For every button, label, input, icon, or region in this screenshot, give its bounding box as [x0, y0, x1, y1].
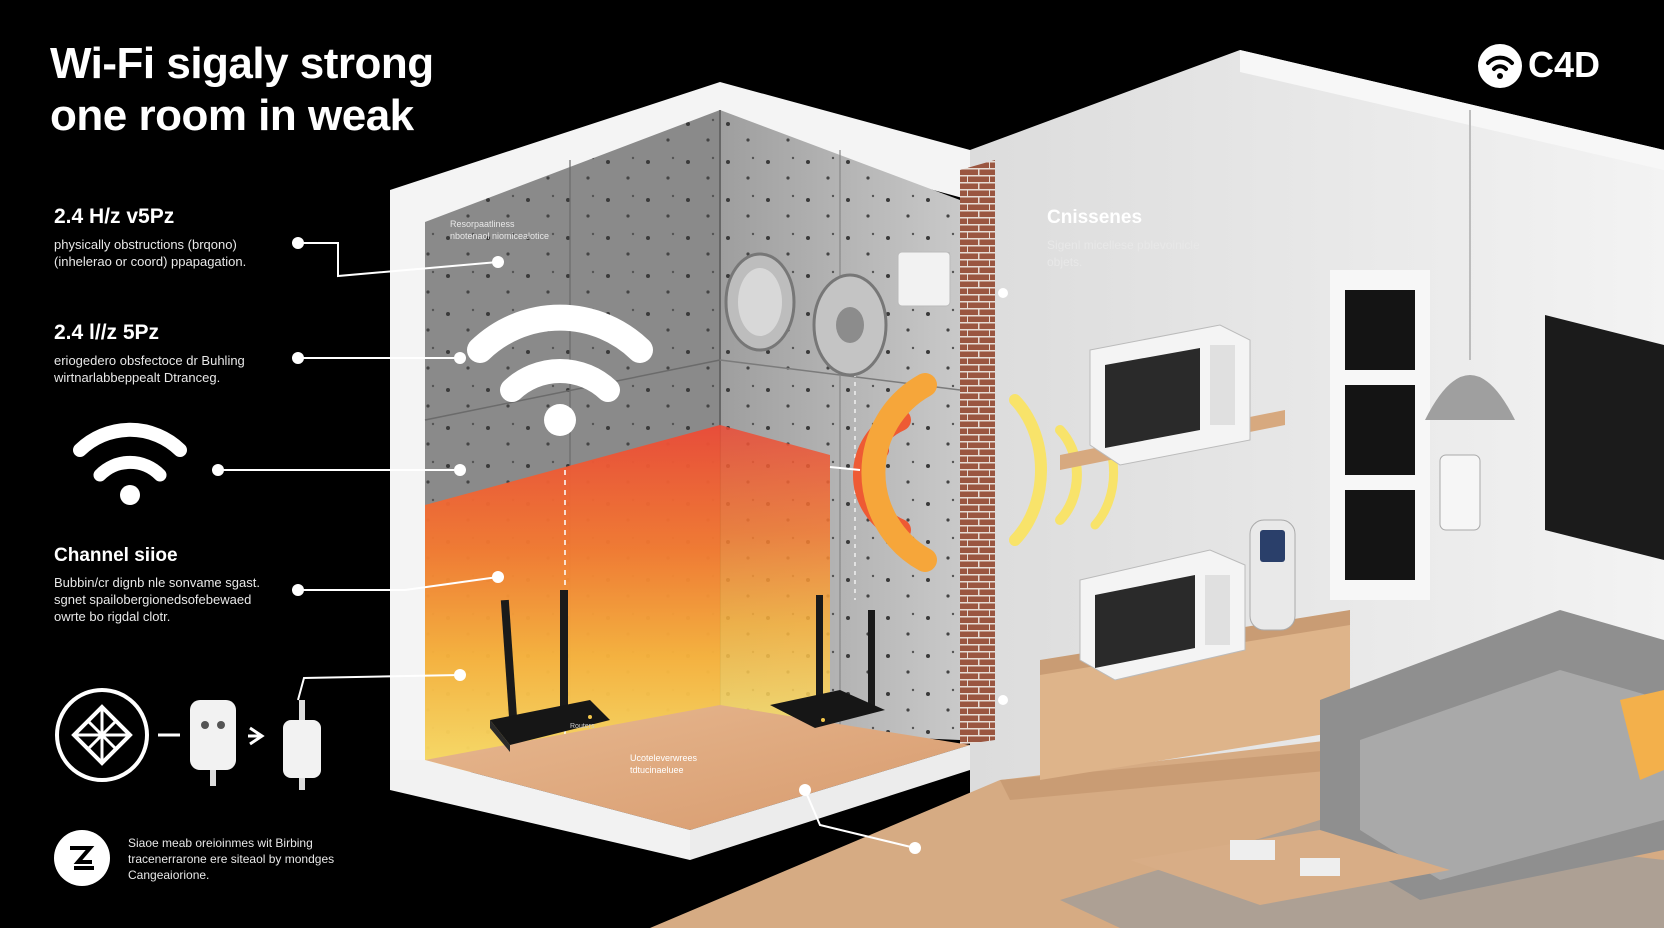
right-callout-line-2: objets. [1047, 255, 1083, 269]
wall-note-line-1: Resorpaatliness [450, 219, 515, 229]
microwave-top [1089, 324, 1251, 466]
brick-wall [960, 160, 995, 745]
wall-note: Resorpaatliness nbotenaol niomicealotice [450, 218, 549, 242]
right-callout-heading: Cnissenes [1047, 207, 1143, 228]
router-left [490, 590, 610, 752]
router-label: Routers [570, 723, 595, 730]
footer-note-line-2: tracenerrarone ere siteaol by mondges [128, 852, 335, 866]
callout-dots [212, 237, 1008, 854]
speaker-disc-icon [724, 252, 888, 377]
wall-frame [390, 82, 970, 780]
television [1545, 315, 1664, 560]
callout-3-line-2: sgnet spailobergionedsofebewaed [54, 592, 252, 607]
callout-2-line-2: wirtnarlabbeppealt Dtranceg. [54, 370, 221, 385]
callout-1-heading: 2.4 H/z v5Pz [54, 205, 175, 228]
arrow-right-icon [248, 726, 265, 746]
mesh-node-icon [55, 688, 149, 782]
microwave-bottom [1079, 549, 1246, 681]
wall-switch [897, 251, 951, 307]
right-callout-text: Sigenl micellese pblevoinicle objets. [1047, 237, 1200, 271]
footer-note-line-3: Cangeaiorione. [128, 868, 210, 882]
floor-note-line-1: Ucoteleverwrees [630, 753, 698, 763]
callout-3-line-1: Bubbin/cr dignb nle sonvame sgast. [54, 575, 260, 590]
room-floor [425, 705, 970, 830]
floor-note: Ucoteleverwrees tdtucinaeluee [630, 752, 697, 776]
logo-text: C4D [1528, 44, 1601, 85]
footer-note: Siaoe meab oreioinmes wit Birbing tracen… [128, 835, 334, 883]
callout-3-text: Bubbin/cr dignb nle sonvame sgast. sgnet… [54, 574, 260, 625]
signal-heat-band [425, 425, 720, 780]
callout-2-text: eriogedero obsfectoce dr Buhling wirtnar… [54, 352, 245, 386]
badge-icon [54, 830, 110, 886]
thermostat [1439, 454, 1481, 531]
title-line-2: one room in weak [50, 91, 414, 140]
sofa [1320, 610, 1664, 900]
callout-3-heading: Channel siioe [54, 545, 178, 566]
signal-arcs [852, 373, 1119, 572]
callout-1-line-2: (inhelerao or coord) ppapagation. [54, 254, 247, 269]
right-callout-line-1: Sigenl micellese pblevoinicle [1047, 238, 1200, 252]
window [1330, 270, 1430, 600]
callout-1-text: physically obstructions (brqono) (inhele… [54, 236, 246, 270]
logo-wifi-icon [1478, 44, 1522, 88]
wall-note-line-2: nbotenaol niomicealotice [450, 231, 550, 241]
callout-1-line-1: physically obstructions (brqono) [54, 237, 237, 252]
pendant-lamp [1425, 110, 1515, 420]
wifi-icon [73, 422, 187, 505]
callout-2-heading: 2.4 l//z 5Pz [54, 321, 160, 344]
plug-icon [190, 700, 321, 790]
router-right [770, 595, 885, 728]
wifi-wall-icon [467, 304, 653, 436]
callout-connectors [218, 242, 916, 849]
coffee-table [1130, 830, 1450, 905]
cordless-phone [1249, 519, 1296, 631]
callout-3-line-3: owrte bo rigdal clotr. [54, 609, 171, 624]
callout-2-line-1: eriogedero obsfectoce dr Buhling [54, 353, 245, 368]
floor-note-line-2: tdtucinaeluee [630, 765, 684, 775]
page-title: Wi-Fi sigaly strong one room in weak [50, 38, 434, 142]
title-line-1: Wi-Fi sigaly strong [50, 39, 434, 88]
footer-note-line-1: Siaoe meab oreioinmes wit Birbing [128, 836, 313, 850]
brand-logo: C4D [1528, 44, 1600, 86]
